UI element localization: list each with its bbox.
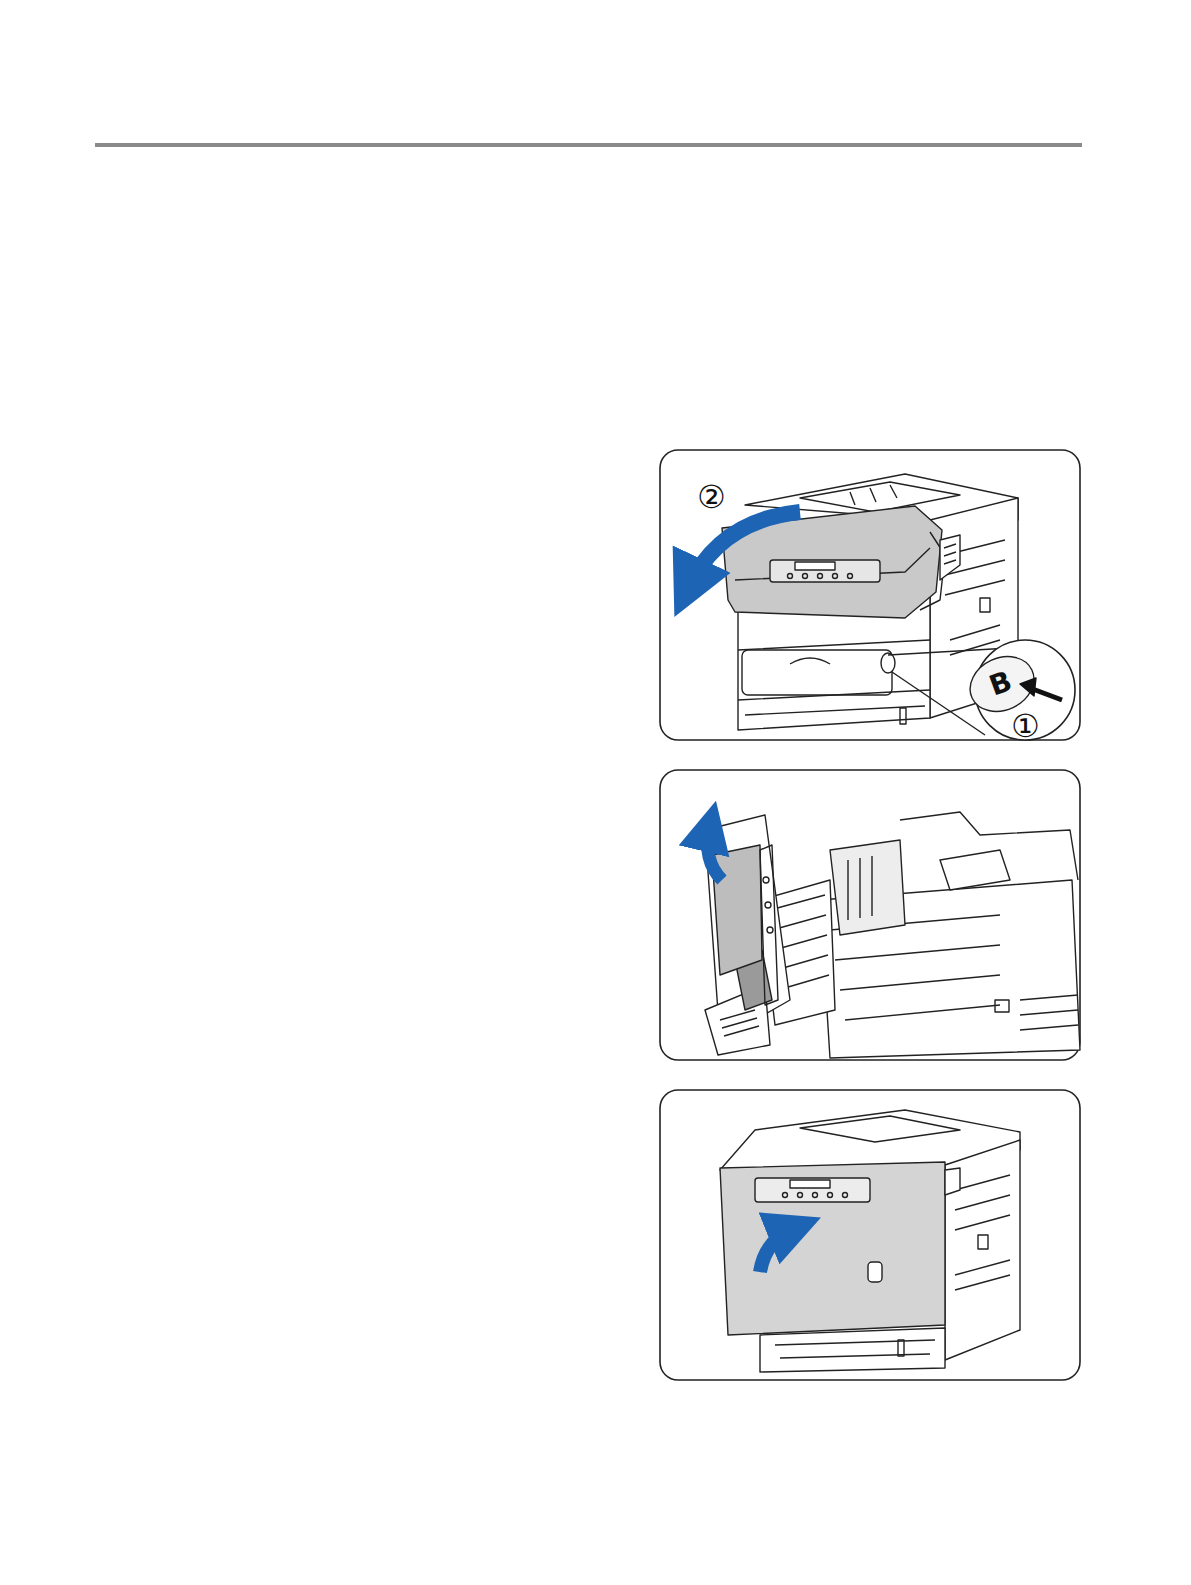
pull-arrow bbox=[708, 826, 722, 880]
step-panel-close-cover bbox=[660, 1090, 1080, 1380]
header-rule bbox=[95, 143, 1082, 147]
step-panel-open-cover bbox=[660, 450, 1080, 740]
step-panel-remove-paper bbox=[660, 770, 1080, 1060]
callout-number: ① bbox=[1011, 710, 1040, 742]
close-arrow bbox=[760, 1228, 795, 1272]
open-arrow bbox=[688, 512, 800, 588]
callout-number: ② bbox=[697, 481, 726, 513]
